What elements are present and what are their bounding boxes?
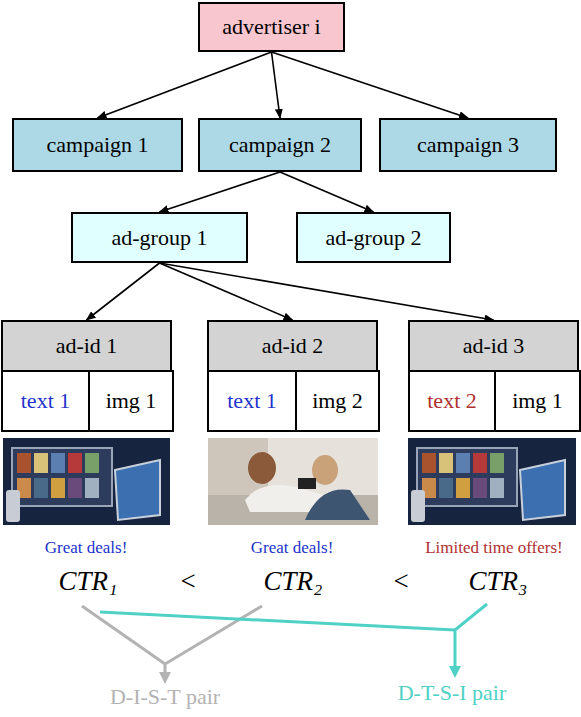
node-text: text 2 [427,388,477,414]
node-text: ad-group 1 [112,225,208,251]
arrow-head [159,672,171,684]
ad-box: ad-id 3 text 2 img 1 [408,320,579,430]
ad-part-box: img 1 [494,370,581,433]
ad-caption: Great deals! [45,538,128,558]
hierarchy-box: campaign 3 [379,118,557,172]
hierarchy-box: advertiser i [198,2,345,52]
node-text: ad-id 3 [410,322,577,370]
hierarchy-arrow [160,172,281,212]
ad-part-box: text 1 [207,370,298,433]
ctr-label: CTR₂ [264,566,323,597]
ad-part-box: img 2 [295,370,380,433]
hierarchy-arrow [160,263,293,320]
arrow-head [449,666,461,678]
hierarchy-arrow [280,172,374,212]
node-text: img 1 [106,388,157,414]
node-text: campaign 1 [46,132,148,158]
ad-box: ad-id 1 text 1 img 1 [1,320,172,430]
node-text: ad-id 1 [3,322,170,370]
node-text: campaign 2 [229,132,331,158]
ad-image [3,438,170,525]
hierarchy-box: ad-group 1 [71,212,248,263]
hierarchy-box: campaign 2 [198,118,362,172]
ad-part-box: text 2 [408,370,497,433]
hierarchy-arrow [272,52,281,118]
ad-caption: Great deals! [251,538,334,558]
node-text: img 1 [512,388,563,414]
hierarchy-arrow [98,52,272,118]
ad-caption: Limited time offers! [425,538,563,558]
leader-line [100,604,487,668]
ad-part-box: img 1 [88,370,174,433]
hierarchy-arrow [160,263,494,320]
ctr-label: CTR₃ [469,566,528,597]
hierarchy-box: campaign 1 [12,118,183,172]
node-text: ad-id 2 [209,322,376,370]
ad-box: ad-id 2 text 1 img 2 [207,320,378,430]
node-text: ad-group 2 [326,225,422,251]
node-text: text 1 [227,388,277,414]
ctr-label: < [393,566,408,597]
node-text: campaign 3 [417,132,519,158]
hierarchy-arrow [272,52,469,118]
ctr-label: < [180,566,195,597]
ad-part-box: text 1 [1,370,91,433]
node-text: text 1 [21,388,71,414]
node-text: advertiser i [222,14,320,40]
ctr-label: CTR₁ [59,566,118,597]
pair-label: D-I-S-T pair [110,684,220,710]
node-text: img 2 [312,388,363,414]
ad-image [408,438,576,525]
hierarchy-box: ad-group 2 [296,212,451,263]
hierarchy-arrow [87,263,160,320]
pair-label: D-T-S-I pair [398,680,507,706]
ad-image [208,438,378,525]
